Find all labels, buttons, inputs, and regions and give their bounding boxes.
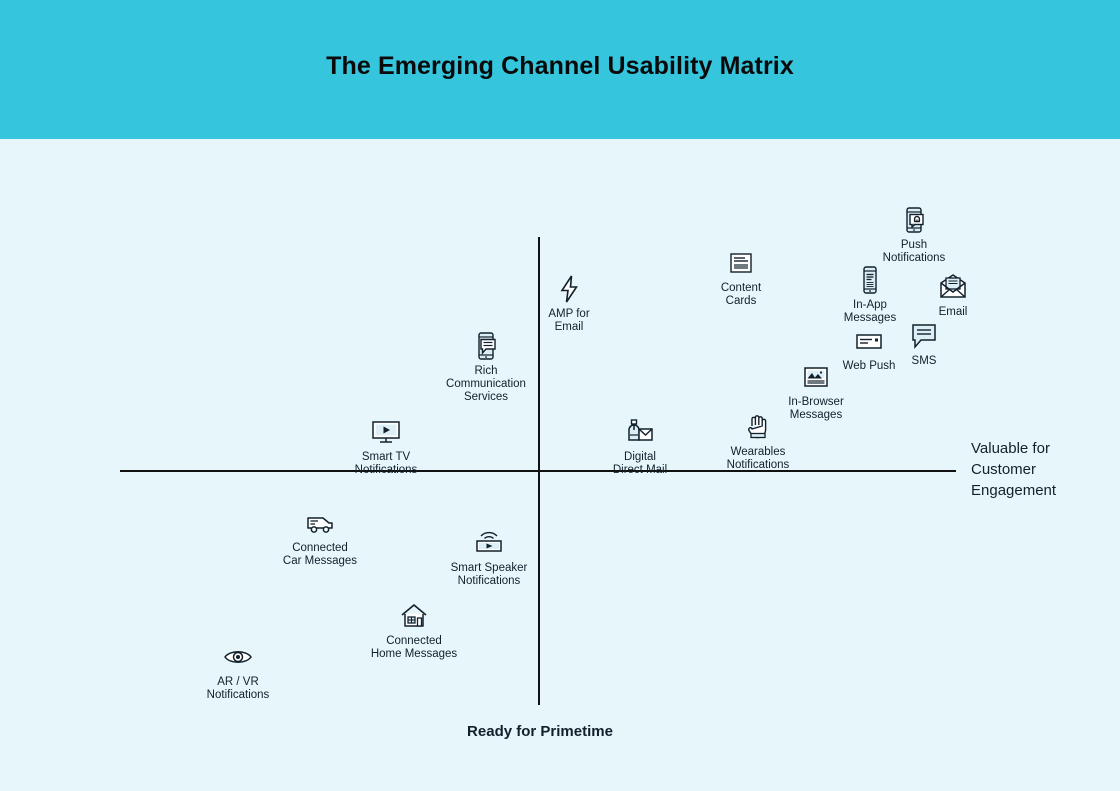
phone-chat-icon (471, 331, 501, 361)
envelope-icon (938, 272, 968, 302)
channel-node-label: Connected Home Messages (370, 635, 458, 660)
eye-icon (223, 642, 253, 672)
y-axis-label: Valuable for Customer Engagement (971, 440, 1057, 499)
mailbox-icon (625, 417, 655, 447)
channel-node-label: Push Notifications (882, 239, 946, 264)
channel-node: Push Notifications (839, 205, 989, 265)
channel-node: SMS (849, 321, 999, 368)
channel-node-label: Email (938, 306, 968, 318)
channel-node: AMP for Email (494, 274, 644, 334)
phone-message-icon (855, 265, 885, 295)
channel-node-label: Content Cards (720, 282, 762, 307)
channel-node: In-App Messages (795, 265, 945, 325)
channel-node-label: Smart Speaker Notifications (450, 562, 528, 587)
lightning-bolt-icon (554, 274, 584, 304)
channel-node-label: AR / VR Notifications (206, 676, 270, 701)
hand-watch-icon (743, 412, 773, 442)
smart-speaker-icon (474, 528, 504, 558)
channel-node-label: Digital Direct Mail (612, 451, 668, 476)
channel-node: In-Browser Messages (741, 362, 891, 422)
channel-node: Connected Car Messages (245, 508, 395, 568)
channel-node: Web Push (794, 326, 944, 373)
channel-node-label: Rich Communication Services (446, 365, 526, 403)
page-header: The Emerging Channel Usability Matrix (0, 0, 1120, 139)
channel-node: Digital Direct Mail (565, 417, 715, 477)
channel-node: AR / VR Notifications (163, 642, 313, 702)
vertical-axis-line (538, 237, 540, 705)
channel-node: Email (878, 272, 1028, 319)
channel-node-label: AMP for Email (548, 308, 590, 333)
channel-node-label: Connected Car Messages (282, 542, 358, 567)
speech-bubble-icon (909, 321, 939, 351)
house-icon (399, 601, 429, 631)
channel-node: Rich Communication Services (411, 331, 561, 404)
channel-node-label: In-Browser Messages (788, 396, 844, 421)
browser-banner-icon (854, 326, 884, 356)
content-card-icon (726, 248, 756, 278)
car-icon (305, 508, 335, 538)
push-notification-icon (899, 205, 929, 235)
channel-node-label: In-App Messages (843, 299, 897, 324)
x-axis-label: Ready for Primetime (467, 723, 613, 740)
page-title: The Emerging Channel Usability Matrix (326, 52, 794, 80)
browser-image-icon (801, 362, 831, 392)
tv-play-icon (371, 417, 401, 447)
channel-node-label: Wearables Notifications (726, 446, 790, 471)
channel-node: Wearables Notifications (683, 412, 833, 472)
channel-node: Content Cards (666, 248, 816, 308)
channel-node: Smart Speaker Notifications (414, 528, 564, 588)
channel-node: Connected Home Messages (339, 601, 489, 661)
channel-node-label: Smart TV Notifications (354, 451, 418, 476)
channel-node-label: SMS (911, 355, 937, 367)
channel-node-label: Web Push (842, 360, 896, 372)
channel-node: Smart TV Notifications (311, 417, 461, 477)
